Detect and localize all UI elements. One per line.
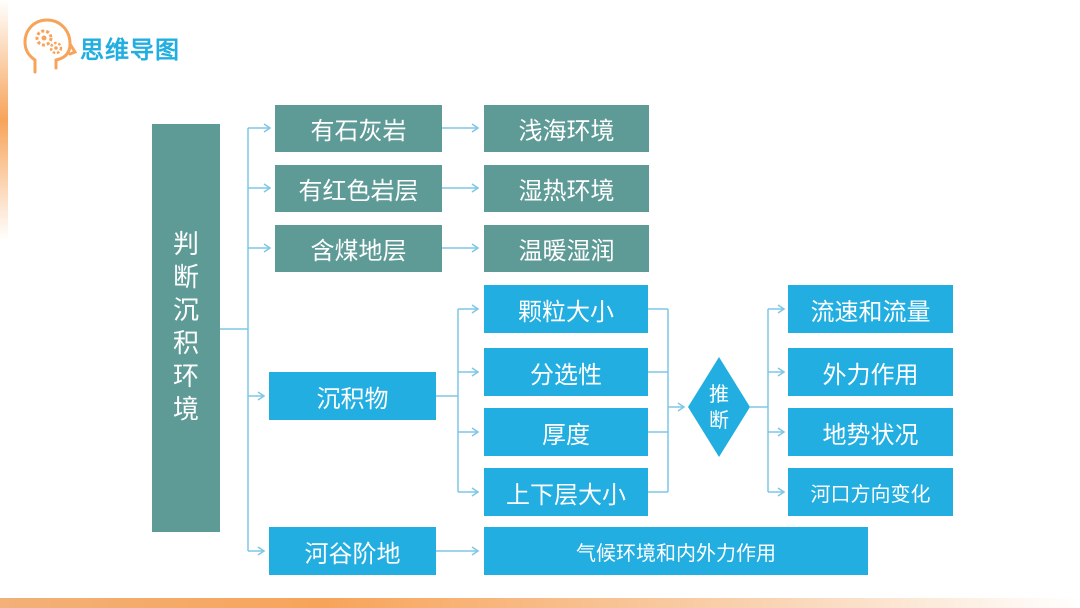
root-char: 沉 bbox=[172, 296, 199, 326]
root-char: 断 bbox=[172, 263, 199, 293]
node-river-terrace: 河谷阶地 bbox=[269, 527, 436, 575]
root-char: 境 bbox=[172, 395, 199, 425]
node-red-rock: 有红色岩层 bbox=[275, 165, 442, 212]
node-limestone: 有石灰岩 bbox=[275, 105, 442, 152]
root-char: 积 bbox=[172, 329, 199, 359]
node-sorting: 分选性 bbox=[484, 348, 648, 396]
left-accent-bar bbox=[0, 0, 8, 240]
node-warm-humid: 温暖湿润 bbox=[484, 225, 649, 272]
root-node: 判 断 沉 积 环 境 bbox=[152, 124, 220, 532]
node-humid-hot: 湿热环境 bbox=[484, 165, 649, 212]
node-coal-layer: 含煤地层 bbox=[275, 225, 442, 272]
infer-diamond bbox=[688, 357, 750, 457]
node-external-force: 外力作用 bbox=[788, 348, 953, 396]
node-layer-size: 上下层大小 bbox=[484, 468, 648, 516]
infer-label: 推 断 bbox=[688, 357, 750, 457]
page-header: 思维导图 bbox=[20, 14, 180, 80]
node-sediment: 沉积物 bbox=[269, 372, 436, 420]
node-terrain: 地势状况 bbox=[788, 408, 953, 456]
bottom-accent-bar bbox=[0, 598, 1080, 608]
node-thickness: 厚度 bbox=[484, 408, 648, 456]
head-gears-icon bbox=[20, 14, 78, 80]
root-char: 环 bbox=[172, 362, 199, 392]
node-flow: 流速和流量 bbox=[788, 285, 953, 333]
root-char: 判 bbox=[172, 230, 199, 260]
infer-char: 推 bbox=[709, 382, 729, 406]
node-climate-force: 气候环境和内外力作用 bbox=[484, 527, 868, 575]
node-grain-size: 颗粒大小 bbox=[484, 285, 648, 333]
node-estuary: 河口方向变化 bbox=[788, 468, 953, 516]
page-title: 思维导图 bbox=[80, 35, 180, 64]
node-shallow-sea: 浅海环境 bbox=[484, 105, 649, 152]
infer-char: 断 bbox=[709, 408, 729, 432]
